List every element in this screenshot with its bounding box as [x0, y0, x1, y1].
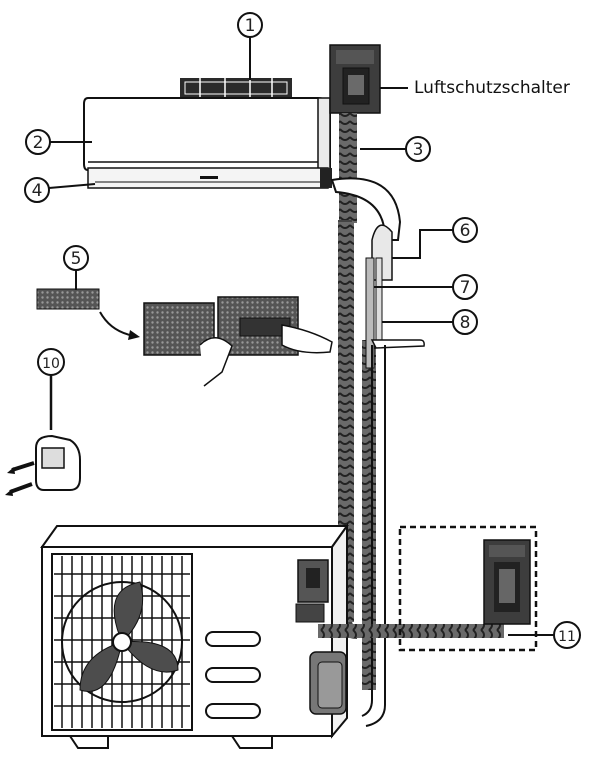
- drain-hose: [365, 257, 383, 369]
- callout-1: 1: [237, 12, 263, 80]
- wall-sleeve: [330, 177, 402, 281]
- drain-pipe: [361, 339, 425, 727]
- power-cable: [318, 624, 504, 638]
- callout-6: 6: [392, 217, 478, 259]
- outdoor-unit: [40, 522, 349, 749]
- callout-8: 8: [382, 309, 478, 335]
- external-switch: [398, 525, 538, 652]
- air-filter: [36, 288, 333, 387]
- callout-label-7: 7: [460, 278, 471, 298]
- callout-3: 3: [360, 136, 431, 162]
- callout-11: 11: [508, 621, 581, 649]
- callout-10: 10: [37, 348, 65, 430]
- wall-holder-clip: [5, 434, 81, 496]
- callout-label-1: 1: [245, 16, 256, 36]
- callout-5: 5: [63, 245, 89, 290]
- callout-label-2: 2: [33, 133, 44, 153]
- circuit-breaker-box: [329, 44, 381, 114]
- breaker-label: Luftschutzschalter: [414, 78, 570, 98]
- indoor-unit: [83, 97, 332, 189]
- callout-label-4: 4: [32, 181, 43, 201]
- callout-label-6: 6: [460, 221, 471, 241]
- callout-label-11: 11: [558, 629, 576, 645]
- callout-2: 2: [25, 129, 92, 155]
- callout-7: 7: [374, 274, 478, 300]
- callout-label-8: 8: [460, 313, 471, 333]
- callout-label-10: 10: [42, 356, 60, 372]
- callout-4: 4: [24, 177, 96, 203]
- callout-label-5: 5: [71, 249, 82, 269]
- mounting-plate: [180, 78, 292, 98]
- callout-label-3: 3: [413, 140, 424, 160]
